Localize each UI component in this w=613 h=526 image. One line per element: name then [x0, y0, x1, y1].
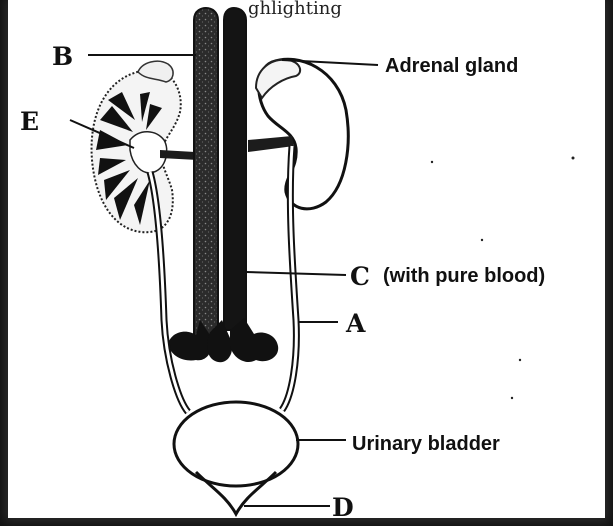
- label-a: A: [345, 309, 366, 338]
- right-kidney: [256, 59, 348, 209]
- label-adrenal-gland: Adrenal gland: [385, 55, 518, 77]
- urinary-bladder: [174, 402, 298, 514]
- label-b: B: [52, 42, 73, 71]
- label-e: E: [20, 107, 39, 136]
- label-urinary-bladder: Urinary bladder: [352, 433, 500, 455]
- label-c: C: [350, 262, 370, 291]
- label-d: D: [332, 493, 354, 522]
- cut-off-caption: ghlighting: [248, 0, 342, 19]
- aorta: [224, 8, 246, 330]
- label-c-note: (with pure blood): [383, 265, 545, 287]
- right-renal-vessel: [248, 136, 294, 152]
- left-kidney: [92, 61, 181, 232]
- iliac-vessels: [168, 318, 278, 362]
- vena-cava: [194, 8, 218, 340]
